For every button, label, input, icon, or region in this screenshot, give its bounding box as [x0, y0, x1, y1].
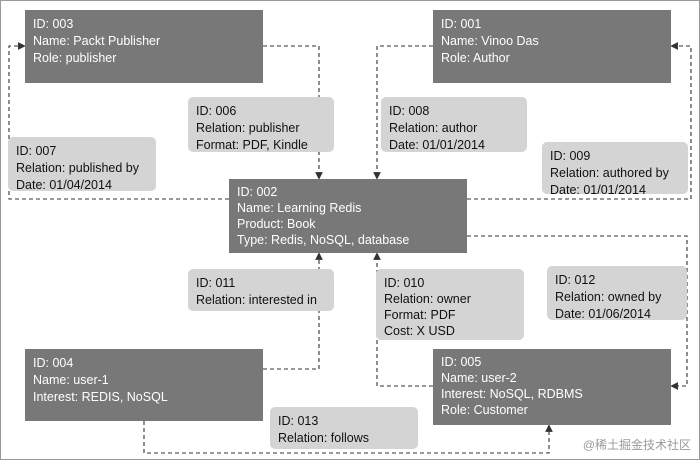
node-003-name: Name: Packt Publisher [33, 34, 161, 48]
relation-007-date: Date: 01/04/2014 [16, 178, 112, 192]
relation-012-id: ID: 012 [555, 273, 596, 287]
relation-009-type: Relation: authored by [550, 166, 669, 180]
edge-003-to-002 [263, 45, 323, 180]
relation-008-id: ID: 008 [389, 104, 430, 118]
relation-008-type: Relation: author [389, 121, 478, 135]
relation-011-id: ID: 011 [196, 276, 236, 290]
node-005-id: ID: 005 [441, 355, 482, 369]
edge-005-to-002 [373, 252, 433, 387]
relation-011-type: Relation: interested in [196, 293, 317, 307]
relation-006-format: Format: PDF, Kindle [196, 138, 308, 152]
relation-012-type: Relation: owned by [555, 290, 662, 304]
relation-009-date: Date: 01/01/2014 [550, 183, 646, 197]
relation-012-date: Date: 01/06/2014 [555, 307, 651, 321]
relation-013-id: ID: 013 [278, 414, 319, 428]
edge-001-to-002 [373, 45, 433, 180]
relation-010-type: Relation: owner [384, 292, 471, 306]
node-003: ID: 003 Name: Packt Publisher Role: publ… [25, 10, 263, 83]
edge-002-to-005 [467, 235, 688, 390]
node-005-name: Name: user-2 [441, 371, 517, 385]
node-001-role: Role: Author [441, 51, 510, 65]
relation-009-id: ID: 009 [550, 149, 591, 163]
relation-013-type: Relation: follows [278, 431, 370, 445]
relation-006-id: ID: 006 [196, 104, 237, 118]
node-003-role: Role: publisher [33, 51, 117, 65]
watermark: @稀土掘金技术社区 [582, 438, 691, 452]
node-005-interest: Interest: NoSQL, RDBMS [441, 387, 583, 401]
node-004: ID: 004 Name: user-1 Interest: REDIS, No… [25, 349, 263, 421]
node-004-name: Name: user-1 [33, 373, 109, 387]
relation-011: ID: 011 Relation: interested in [188, 269, 334, 311]
relation-007-id: ID: 007 [16, 144, 57, 158]
relation-006-type: Relation: publisher [196, 121, 300, 135]
node-003-id: ID: 003 [33, 17, 74, 31]
node-004-interest: Interest: REDIS, NoSQL [33, 390, 168, 404]
node-001-name: Name: Vinoo Das [441, 34, 539, 48]
relation-010-format: Format: PDF [384, 308, 456, 322]
edge-004-to-005 [143, 421, 553, 454]
edge-002-to-003 [8, 42, 229, 200]
node-005-role: Role: Customer [441, 403, 528, 417]
relation-010-cost: Cost: X USD [384, 324, 455, 338]
relation-007-type: Relation: published by [16, 161, 139, 175]
node-001: ID: 001 Name: Vinoo Das Role: Author [433, 10, 671, 83]
node-002-name: Name: Learning Redis [237, 201, 362, 215]
relation-008-date: Date: 01/01/2014 [389, 138, 485, 152]
relation-010: ID: 010 Relation: owner Format: PDF Cost… [376, 269, 524, 340]
relation-008: ID: 008 Relation: author Date: 01/01/201… [381, 97, 527, 152]
node-005: ID: 005 Name: user-2 Interest: NoSQL, RD… [433, 349, 671, 425]
relation-006: ID: 006 Relation: publisher Format: PDF,… [188, 97, 334, 152]
node-004-id: ID: 004 [33, 356, 74, 370]
relation-010-id: ID: 010 [384, 276, 425, 290]
relation-009: ID: 009 Relation: authored by Date: 01/0… [542, 142, 688, 197]
relation-012: ID: 012 Relation: owned by Date: 01/06/2… [547, 266, 687, 321]
relation-013: ID: 013 Relation: follows [270, 407, 418, 449]
node-002-id: ID: 002 [237, 185, 278, 199]
node-002-type: Type: Redis, NoSQL, database [237, 233, 410, 247]
node-002-product: Product: Book [237, 217, 316, 231]
edge-002-to-001 [467, 42, 692, 200]
node-002: ID: 002 Name: Learning Redis Product: Bo… [229, 179, 467, 253]
relation-007: ID: 007 Relation: published by Date: 01/… [8, 137, 156, 192]
node-001-id: ID: 001 [441, 17, 482, 31]
